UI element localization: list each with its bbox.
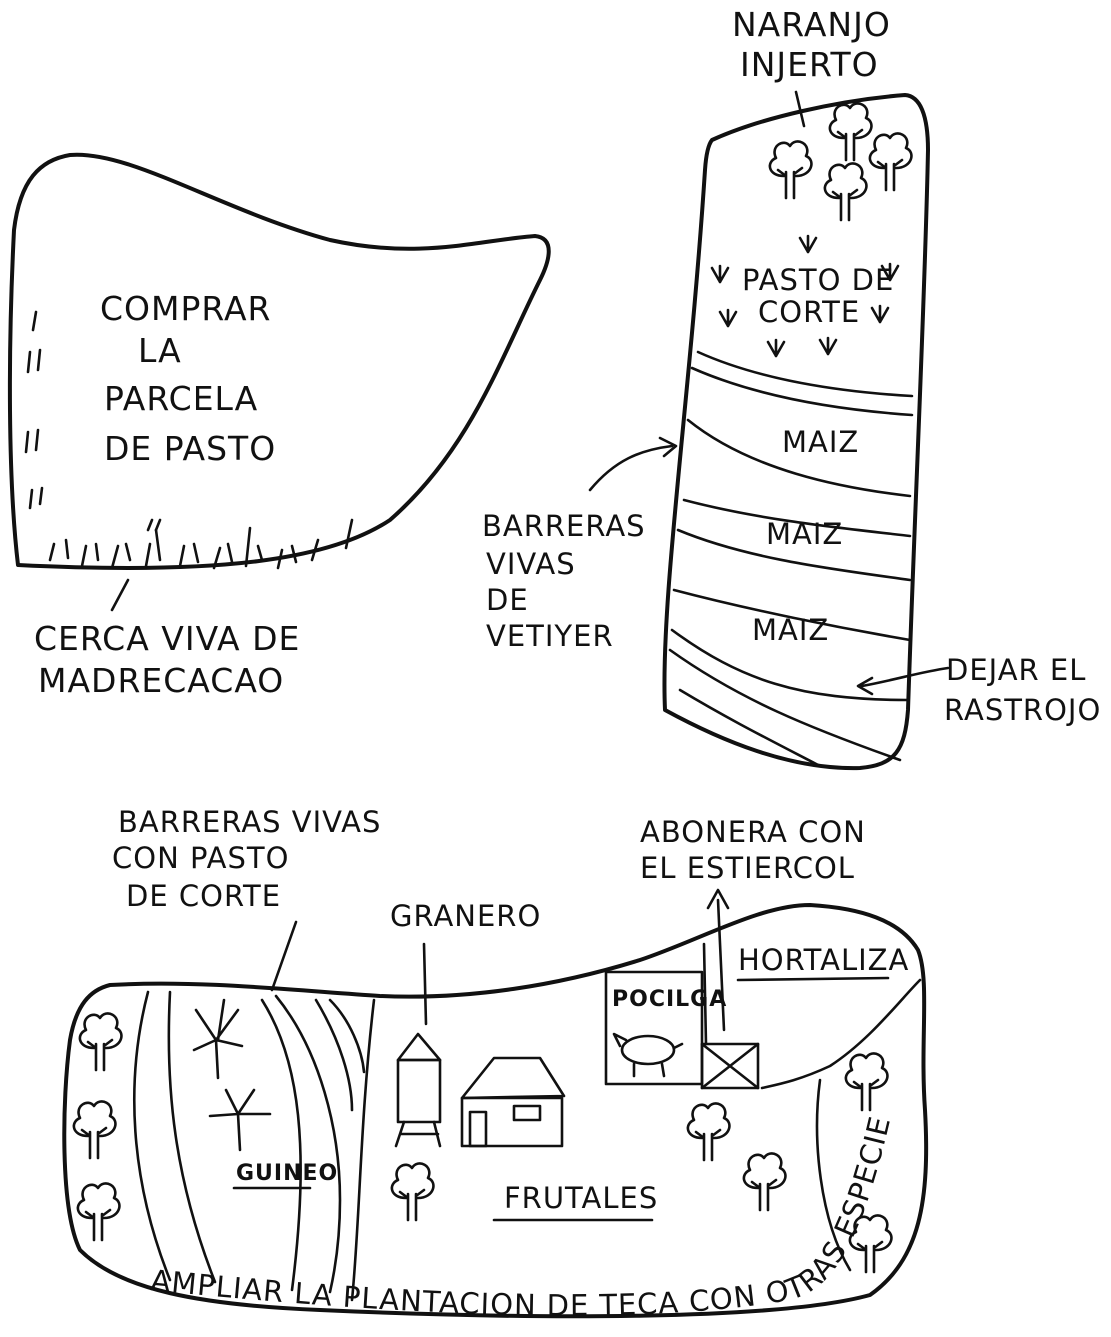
- cerca-leader-line: [110, 578, 130, 612]
- guineo-contour-strips: [132, 990, 376, 1302]
- pasture-label-line4: DE PASTO: [104, 429, 276, 468]
- pig-icon: [612, 1032, 684, 1078]
- vetiver-label-line3: DE: [486, 583, 529, 617]
- house-icon: [460, 1056, 566, 1148]
- granero-label: GRANERO: [390, 899, 541, 933]
- teak-tree-icon: [78, 1012, 123, 1072]
- pasto-corte-label-line1: PASTO DE: [742, 263, 894, 297]
- banana-plant-icon: [192, 998, 244, 1080]
- teak-tree-icon: [844, 1052, 889, 1112]
- teak-tree-icon: [72, 1100, 117, 1160]
- guineo-label: GUINEO: [236, 1161, 338, 1186]
- granero-leader-line: [422, 942, 428, 1026]
- cerca-label-line1: CERCA VIVA DE: [34, 619, 300, 658]
- sloped-field: NARANJO INJERTO PASTO DE CORTE MAIZ: [482, 5, 1101, 771]
- maiz-label-1: MAIZ: [782, 425, 859, 459]
- teak-trees-left: [72, 1012, 123, 1242]
- pasture-label-line3: PARCELA: [104, 379, 258, 418]
- banana-plant-icon: [208, 1088, 272, 1152]
- pigsty: POCILGA: [604, 970, 727, 1086]
- farmstead-outline: [62, 903, 929, 1319]
- hortaliza-boundary: [702, 942, 922, 1090]
- hortaliza-underline: [736, 976, 890, 982]
- orange-tree-icon: [768, 140, 813, 200]
- dejar-label-line1: DEJAR EL: [946, 653, 1086, 687]
- orange-tree-icon: [823, 162, 868, 222]
- granary-icon: [394, 1032, 442, 1148]
- naranjo-label-line1: NARANJO: [732, 5, 891, 44]
- orange-tree-icon: [828, 102, 873, 162]
- fruit-tree-icon: [686, 1102, 731, 1162]
- pasture-side-grass: [24, 310, 44, 510]
- hortaliza-label: HORTALIZA: [738, 943, 909, 977]
- barreras-pasto-label-line3: DE CORTE: [126, 879, 281, 913]
- orange-trees: [768, 102, 913, 222]
- pasture-parcel: COMPRAR LA PARCELA DE PASTO CERCA VIVA D…: [7, 152, 551, 700]
- maiz-label-3: MAIZ: [752, 613, 829, 647]
- pigsty-outline: [604, 970, 704, 1086]
- rastrojo-arrow: [856, 666, 950, 696]
- vetiver-contour-lines: [668, 350, 914, 768]
- pocilga-label: POCILGA: [612, 987, 727, 1012]
- barreras-pasto-label-line1: BARRERAS VIVAS: [118, 805, 381, 839]
- barreras-pasto-label-line2: CON PASTO: [112, 841, 289, 875]
- fruit-tree-icon: [742, 1152, 787, 1212]
- fruit-tree-icon: [390, 1162, 435, 1222]
- abonera-arrow: [706, 888, 730, 1032]
- abonera-label-line1: ABONERA CON: [640, 815, 866, 849]
- compost-box-icon: [700, 1042, 760, 1090]
- frutales-label: FRUTALES: [504, 1181, 658, 1215]
- naranjo-leader-line: [794, 90, 806, 128]
- pasture-label-line2: LA: [138, 331, 182, 370]
- cerca-label-line2: MADRECACAO: [38, 661, 284, 700]
- pasture-parcel-outline: [7, 152, 551, 570]
- orange-tree-icon: [868, 132, 913, 192]
- teak-tree-icon: [76, 1182, 121, 1242]
- banana-plants: [192, 998, 272, 1152]
- pasture-label-line1: COMPRAR: [100, 289, 271, 328]
- vetiver-label-line1: BARRERAS: [482, 509, 646, 543]
- vetiver-label-line4: VETIYER: [486, 619, 614, 653]
- maiz-label-2: MAIZ: [766, 517, 843, 551]
- barreras-pasto-leader-line: [270, 920, 298, 992]
- sloped-field-outline: [662, 93, 930, 771]
- naranjo-label-line2: INJERTO: [740, 45, 879, 84]
- pasto-corte-label-line2: CORTE: [758, 295, 860, 329]
- abonera-label-line2: EL ESTIERCOL: [640, 851, 855, 885]
- vetiver-label-line2: VIVAS: [486, 547, 576, 581]
- vetiver-arrow: [588, 436, 678, 492]
- teak-inner-boundary: [815, 1078, 852, 1272]
- dejar-label-line2: RASTROJO: [944, 693, 1101, 727]
- pasture-bottom-grass: [48, 518, 354, 570]
